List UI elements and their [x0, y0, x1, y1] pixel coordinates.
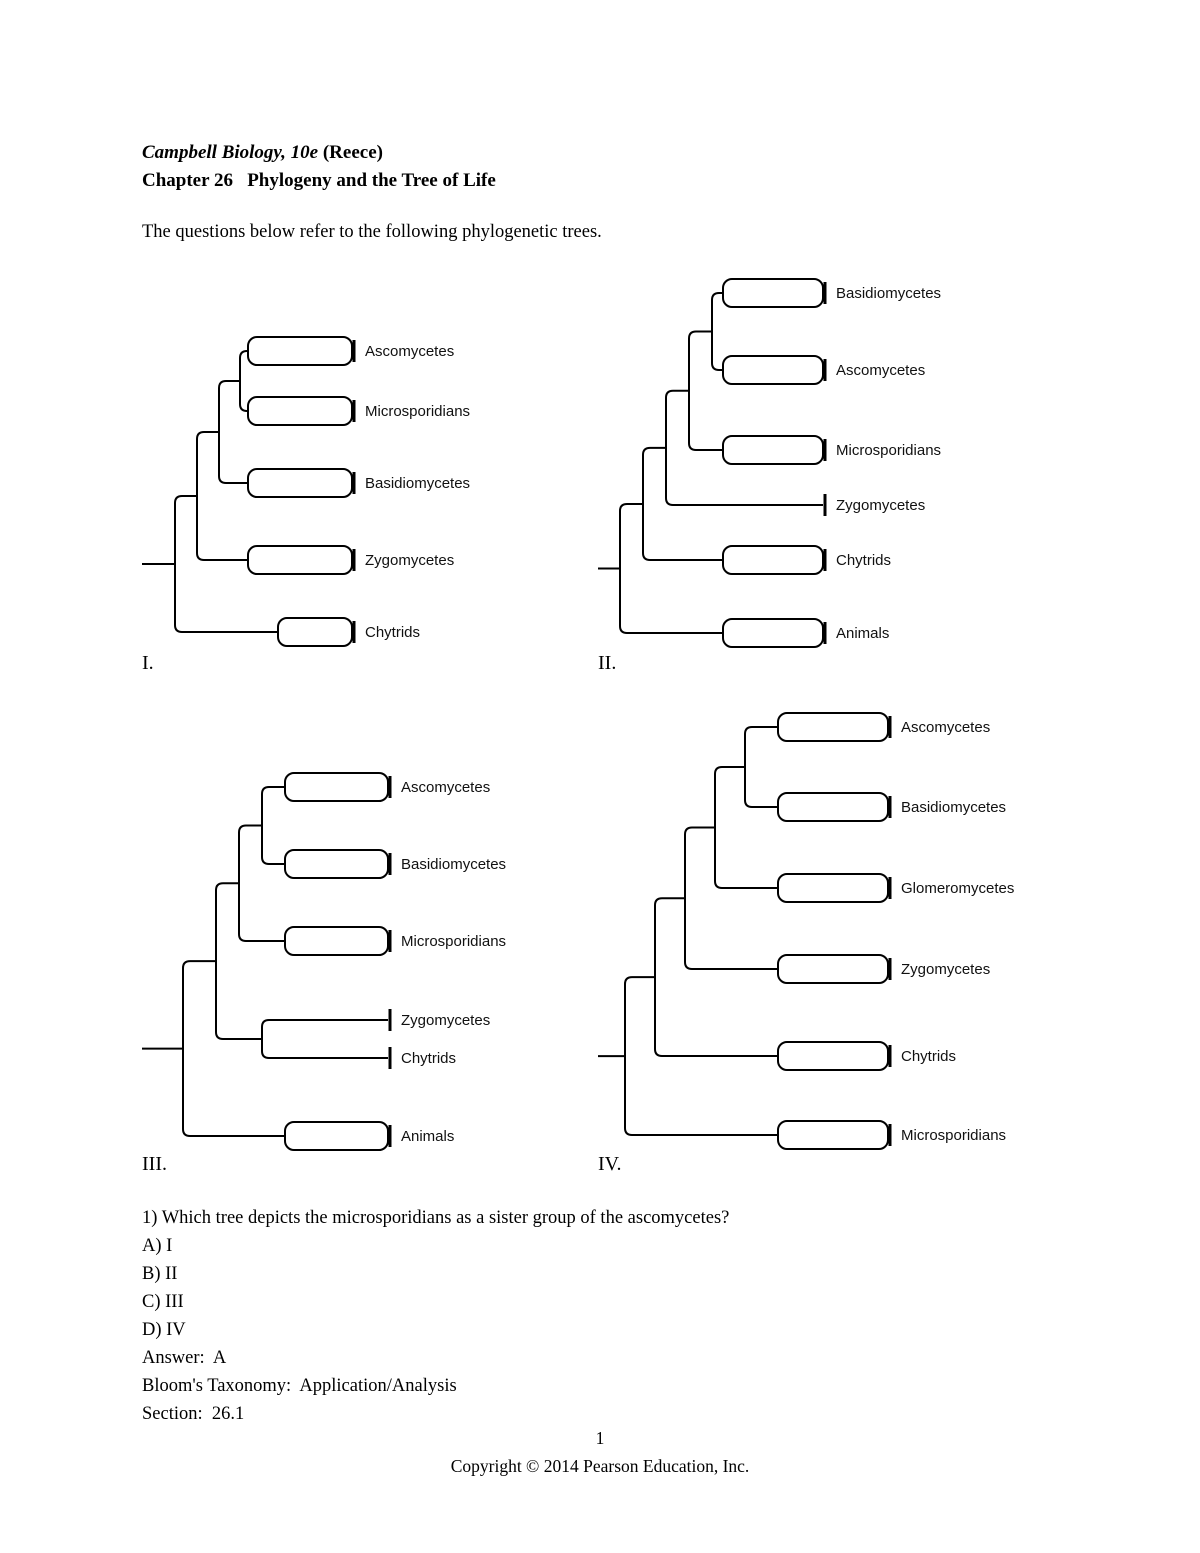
- intro-text: The questions below refer to the followi…: [142, 222, 602, 242]
- tree-branch: [174, 495, 278, 633]
- taxon-label: Microsporidians: [401, 933, 506, 950]
- tree-branch: [182, 960, 285, 1137]
- tree-branch: [261, 786, 285, 865]
- tree-branch: [714, 766, 778, 889]
- taxon-box: [777, 792, 889, 822]
- question-prompt: 1) Which tree depicts the microsporidian…: [142, 1208, 730, 1228]
- taxon-label: Basidiomycetes: [901, 799, 1006, 816]
- tree-branch: [239, 350, 248, 412]
- taxon-label: Ascomycetes: [901, 719, 990, 736]
- taxon-box: [284, 926, 389, 956]
- page-number: 1: [595, 1428, 605, 1448]
- taxon-label: Ascomycetes: [836, 362, 925, 379]
- taxon-box: [777, 712, 889, 742]
- taxon-box: [247, 396, 353, 426]
- taxon-box: [284, 849, 389, 879]
- taxon-box: [777, 1120, 889, 1150]
- taxon-box: [277, 617, 353, 647]
- question-option-b: B) II: [142, 1264, 178, 1284]
- taxon-box: [284, 1121, 389, 1151]
- taxon-box: [247, 545, 353, 575]
- section-line: Section: 26.1: [142, 1404, 245, 1424]
- taxon-box: [777, 954, 889, 984]
- taxon-box: [777, 873, 889, 903]
- taxon-label: Chytrids: [901, 1048, 956, 1065]
- taxon-box: [722, 545, 824, 575]
- tree-label-3: III.: [142, 1153, 167, 1175]
- tree-branch: [688, 330, 723, 451]
- tree-3: AscomycetesBasidiomycetesMicrosporidians…: [142, 772, 506, 1151]
- taxon-box: [247, 468, 353, 498]
- chapter-title: Chapter 26 Phylogeny and the Tree of Lif…: [142, 170, 496, 191]
- taxon-box: [722, 278, 824, 308]
- book-author: (Reece): [318, 142, 383, 163]
- tree-branch: [218, 380, 248, 484]
- taxon-label: Ascomycetes: [365, 343, 454, 360]
- taxon-label: Microsporidians: [836, 442, 941, 459]
- tree-4: AscomycetesBasidiomycetesGlomeromycetesZ…: [598, 712, 1014, 1150]
- tree-branch: [261, 1019, 388, 1059]
- tree-branch: [654, 897, 778, 1057]
- bloom-line: Bloom's Taxonomy: Application/Analysis: [142, 1376, 457, 1396]
- taxon-label: Chytrids: [836, 552, 891, 569]
- taxon-label: Ascomycetes: [401, 779, 490, 796]
- tree-branch: [619, 502, 723, 634]
- taxon-label: Microsporidians: [901, 1127, 1006, 1144]
- tree-1: AscomycetesMicrosporidiansBasidiomycetes…: [142, 336, 470, 647]
- tree-branch: [744, 726, 778, 808]
- taxon-label: Chytrids: [401, 1050, 456, 1067]
- tree-branch: [711, 292, 723, 371]
- taxon-label: Animals: [401, 1128, 454, 1145]
- tree-branch: [196, 431, 248, 561]
- tree-label-2: II.: [598, 652, 617, 674]
- taxon-label: Zygomycetes: [401, 1012, 490, 1029]
- taxon-box: [284, 772, 389, 802]
- taxon-label: Microsporidians: [365, 403, 470, 420]
- copyright-line: Copyright © 2014 Pearson Education, Inc.: [450, 1456, 750, 1476]
- taxon-label: Zygomycetes: [365, 552, 454, 569]
- tree-branch: [642, 446, 723, 561]
- question-option-d: D) IV: [142, 1320, 186, 1340]
- taxon-label: Chytrids: [365, 624, 420, 641]
- taxon-box: [722, 355, 824, 385]
- taxon-label: Animals: [836, 625, 889, 642]
- answer-line: Answer: A: [142, 1348, 227, 1368]
- book-title: Campbell Biology, 10e: [142, 142, 319, 163]
- taxon-label: Zygomycetes: [836, 497, 925, 514]
- tree-branch: [684, 826, 778, 970]
- taxon-label: Zygomycetes: [901, 961, 990, 978]
- tree-label-4: IV.: [598, 1153, 622, 1175]
- taxon-box: [247, 336, 353, 366]
- taxon-label: Basidiomycetes: [401, 856, 506, 873]
- question-option-c: C) III: [142, 1292, 184, 1312]
- taxon-box: [722, 435, 824, 465]
- taxon-box: [722, 618, 824, 648]
- tree-2: BasidiomycetesAscomycetesMicrosporidians…: [598, 278, 941, 648]
- tree-label-1: I.: [142, 652, 154, 674]
- book-title-line: Campbell Biology, 10e (Reece): [142, 142, 383, 164]
- taxon-label: Glomeromycetes: [901, 880, 1014, 897]
- taxon-label: Basidiomycetes: [365, 475, 470, 492]
- taxon-label: Basidiomycetes: [836, 285, 941, 302]
- question-option-a: A) I: [142, 1236, 173, 1256]
- taxon-box: [777, 1041, 889, 1071]
